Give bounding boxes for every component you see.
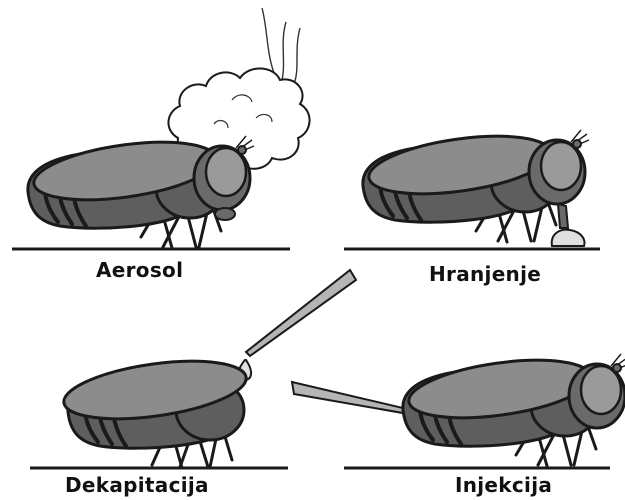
panel-aerosol — [12, 8, 310, 249]
fly — [403, 350, 625, 466]
fly — [28, 132, 254, 248]
panel-feeding — [344, 126, 600, 249]
label-feeding: Hranjenje — [429, 262, 541, 286]
panel-decapitation — [30, 270, 356, 468]
food-droplet — [552, 230, 585, 246]
fly-mouthparts — [215, 208, 235, 220]
panel-injection — [292, 350, 625, 468]
label-decapitation: Dekapitacija — [65, 473, 209, 497]
fly-proboscis — [558, 204, 568, 228]
label-aerosol: Aerosol — [96, 258, 183, 282]
fly — [363, 126, 589, 242]
label-injection: Injekcija — [455, 473, 552, 497]
pipette-icon — [246, 270, 356, 356]
injection-needle-icon — [292, 382, 420, 416]
headless-fly — [60, 351, 249, 468]
